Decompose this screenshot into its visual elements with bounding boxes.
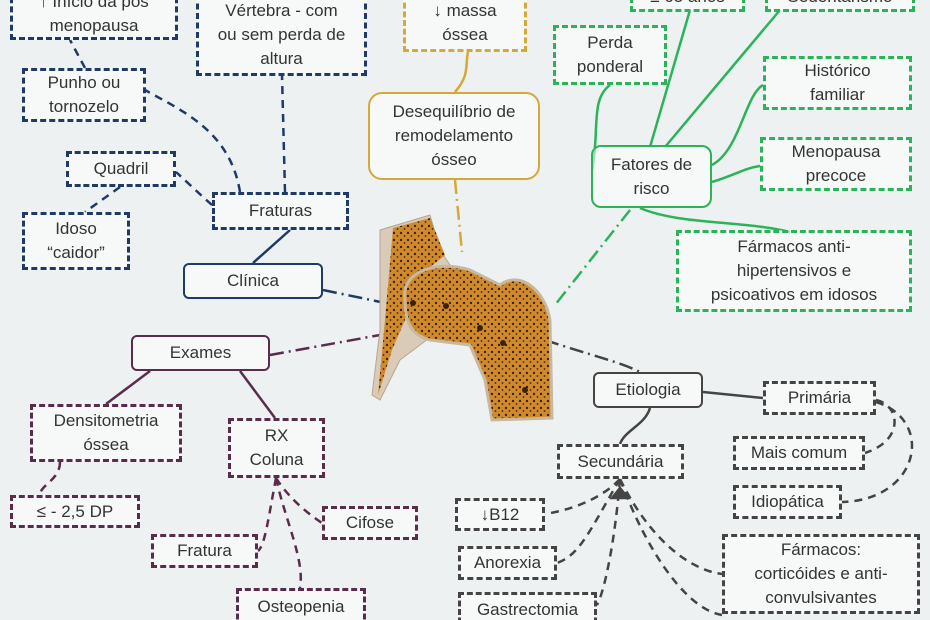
inicio-pos-menopausa-box: ↑ Início da pós menopausa xyxy=(10,0,178,40)
cifose-box: Cifose xyxy=(322,506,418,540)
gastrectomia-box: Gastrectomia xyxy=(458,592,597,620)
secundaria-box: Secundária xyxy=(557,444,684,479)
sedentarismo-box: Sedentarismo xyxy=(765,0,915,12)
dp-box: ≤ - 2,5 DP xyxy=(10,495,140,528)
rx-coluna-box: RX Coluna xyxy=(228,418,325,478)
etiologia-connectors xyxy=(544,338,914,617)
osteopenia-box: Osteopenia xyxy=(236,588,366,620)
clinica-node: Clínica xyxy=(183,263,323,299)
punho-tornozelo-box: Punho ou tornozelo xyxy=(22,68,146,122)
risco-connectors xyxy=(554,9,791,306)
farmacos-risco-box: Fármacos anti- hipertensivos e psicoativ… xyxy=(676,230,912,312)
farmacos-etiologia-box: Fármacos: corticóides e anti- convulsiva… xyxy=(722,534,920,614)
fatores-risco-node: Fatores de risco xyxy=(591,145,712,208)
historico-familiar-box: Histórico familiar xyxy=(763,56,912,110)
desequilibrio-node: Desequilíbrio de remodelamento ósseo xyxy=(368,92,540,180)
exames-connectors xyxy=(38,333,381,589)
primaria-box: Primária xyxy=(763,381,876,415)
densitometria-box: Densitometria óssea xyxy=(30,404,182,462)
b12-box: ↓B12 xyxy=(455,498,545,531)
mais-comum-box: Mais comum xyxy=(733,436,865,470)
fratura-box: Fratura xyxy=(151,534,258,568)
massa-ossea-box: ↓ massa óssea xyxy=(403,0,527,52)
idoso-caidor-box: Idoso “caidor” xyxy=(22,212,130,270)
anorexia-box: Anorexia xyxy=(458,546,557,580)
exames-node: Exames xyxy=(131,335,270,371)
menopausa-precoce-box: Menopausa precoce xyxy=(760,137,912,191)
perda-ponderal-box: Perda ponderal xyxy=(553,25,667,85)
idade-box: ≥ 65 anos xyxy=(630,0,745,12)
clinica-connectors xyxy=(68,39,396,307)
fraturas-box: Fraturas xyxy=(212,192,349,230)
quadril-box: Quadril xyxy=(66,151,176,187)
fisio-connectors xyxy=(453,51,470,253)
idiopatica-box: Idiopática xyxy=(733,485,842,519)
etiologia-node: Etiologia xyxy=(593,372,703,408)
vertebra-box: Vértebra - com ou sem perda de altura xyxy=(196,0,367,76)
